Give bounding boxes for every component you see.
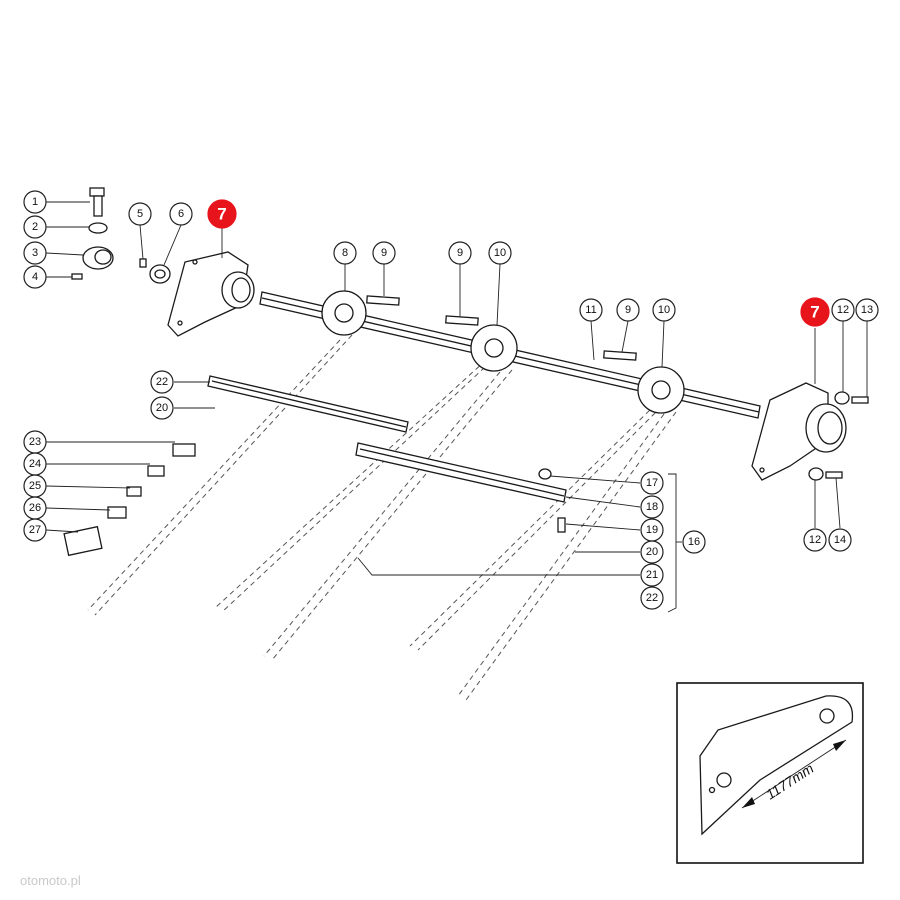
washer-right-bottom bbox=[808, 467, 824, 481]
svg-text:7: 7 bbox=[810, 303, 819, 322]
clip-24 bbox=[147, 465, 165, 477]
bolt-right-top bbox=[851, 396, 869, 404]
svg-text:25: 25 bbox=[29, 480, 41, 492]
callout-23: 23 bbox=[23, 430, 47, 454]
callout-11: 11 bbox=[579, 298, 603, 322]
svg-text:5: 5 bbox=[137, 208, 143, 220]
svg-text:14: 14 bbox=[834, 534, 846, 546]
callout-26: 26 bbox=[23, 496, 47, 520]
bolt-19-part bbox=[557, 517, 566, 533]
callout-9-a: 9 bbox=[372, 241, 396, 265]
svg-text:10: 10 bbox=[494, 247, 506, 259]
svg-text:27: 27 bbox=[29, 524, 41, 536]
clip-26 bbox=[107, 506, 127, 519]
callout-9-b: 9 bbox=[448, 241, 472, 265]
svg-text:24: 24 bbox=[29, 458, 41, 470]
left-bearing-flange bbox=[167, 251, 255, 337]
svg-text:8: 8 bbox=[342, 247, 348, 259]
callout-22-right: 22 bbox=[640, 586, 664, 610]
svg-text:20: 20 bbox=[646, 546, 658, 558]
slat-bar-right bbox=[355, 442, 567, 503]
clip-23 bbox=[172, 443, 196, 457]
callout-25: 25 bbox=[23, 474, 47, 498]
pin-part bbox=[139, 258, 147, 268]
svg-text:10: 10 bbox=[658, 304, 670, 316]
callout-22-left: 22 bbox=[150, 370, 174, 394]
svg-text:20: 20 bbox=[156, 402, 168, 414]
svg-text:6: 6 bbox=[178, 208, 184, 220]
callout-21: 21 bbox=[640, 563, 664, 587]
svg-text:23: 23 bbox=[29, 436, 41, 448]
svg-text:19: 19 bbox=[646, 524, 658, 536]
svg-text:18: 18 bbox=[646, 501, 658, 513]
callout-7-left: 7 bbox=[207, 199, 237, 229]
svg-text:7: 7 bbox=[217, 205, 226, 224]
callout-9-c: 9 bbox=[616, 298, 640, 322]
svg-text:9: 9 bbox=[457, 247, 463, 259]
sprocket-middle bbox=[470, 324, 518, 372]
callout-2: 2 bbox=[23, 215, 47, 239]
callout-1: 1 bbox=[23, 190, 47, 214]
callout-18: 18 bbox=[640, 495, 664, 519]
key-part-3 bbox=[603, 350, 637, 361]
callout-7-right: 7 bbox=[800, 297, 830, 327]
callout-5: 5 bbox=[128, 202, 152, 226]
bearing-nut-part bbox=[149, 264, 171, 284]
callout-8: 8 bbox=[333, 241, 357, 265]
callout-20-right: 20 bbox=[640, 540, 664, 564]
leader-lines bbox=[45, 201, 868, 613]
callout-4: 4 bbox=[23, 265, 47, 289]
key-part-2 bbox=[445, 315, 479, 326]
svg-text:17: 17 bbox=[646, 477, 658, 489]
svg-text:22: 22 bbox=[646, 592, 658, 604]
callout-12-bottom: 12 bbox=[803, 528, 827, 552]
callout-19: 19 bbox=[640, 518, 664, 542]
watermark: otomoto.pl bbox=[20, 873, 81, 888]
clip-25 bbox=[126, 486, 142, 497]
callout-12-top: 12 bbox=[831, 298, 855, 322]
svg-text:21: 21 bbox=[646, 569, 658, 581]
clip-27 bbox=[63, 525, 103, 557]
callout-20-left: 20 bbox=[150, 396, 174, 420]
svg-text:13: 13 bbox=[861, 304, 873, 316]
washer-right-top bbox=[834, 391, 850, 405]
svg-text:3: 3 bbox=[32, 247, 38, 259]
callout-27: 27 bbox=[23, 518, 47, 542]
callout-17: 17 bbox=[640, 471, 664, 495]
svg-text:9: 9 bbox=[625, 304, 631, 316]
callout-14: 14 bbox=[828, 528, 852, 552]
svg-text:16: 16 bbox=[688, 536, 700, 548]
svg-text:2: 2 bbox=[32, 221, 38, 233]
callout-6: 6 bbox=[169, 202, 193, 226]
nut-part bbox=[82, 246, 114, 270]
key-part-1 bbox=[366, 295, 400, 306]
callout-16: 16 bbox=[682, 530, 706, 554]
sprocket-right bbox=[637, 366, 685, 414]
callout-24: 24 bbox=[23, 452, 47, 476]
svg-text:12: 12 bbox=[837, 304, 849, 316]
svg-text:9: 9 bbox=[381, 247, 387, 259]
callout-10-a: 10 bbox=[488, 241, 512, 265]
svg-text:26: 26 bbox=[29, 502, 41, 514]
nut-17-part bbox=[538, 468, 552, 480]
right-bearing-flange bbox=[751, 382, 847, 481]
bolt-right-bottom bbox=[825, 471, 843, 479]
svg-text:1: 1 bbox=[32, 196, 38, 208]
bolt-part bbox=[89, 187, 105, 217]
svg-text:12: 12 bbox=[809, 534, 821, 546]
dimension-inset: 1177mm bbox=[676, 682, 864, 864]
callout-13: 13 bbox=[855, 298, 879, 322]
slat-bar-left bbox=[207, 375, 409, 433]
washer-part bbox=[88, 222, 108, 234]
svg-text:22: 22 bbox=[156, 376, 168, 388]
svg-text:4: 4 bbox=[32, 271, 38, 283]
sprocket-left bbox=[321, 290, 367, 336]
svg-text:11: 11 bbox=[585, 304, 596, 316]
callout-10-b: 10 bbox=[652, 298, 676, 322]
chain-paths bbox=[87, 334, 677, 701]
callout-3: 3 bbox=[23, 241, 47, 265]
grub-screw-part bbox=[71, 273, 83, 280]
